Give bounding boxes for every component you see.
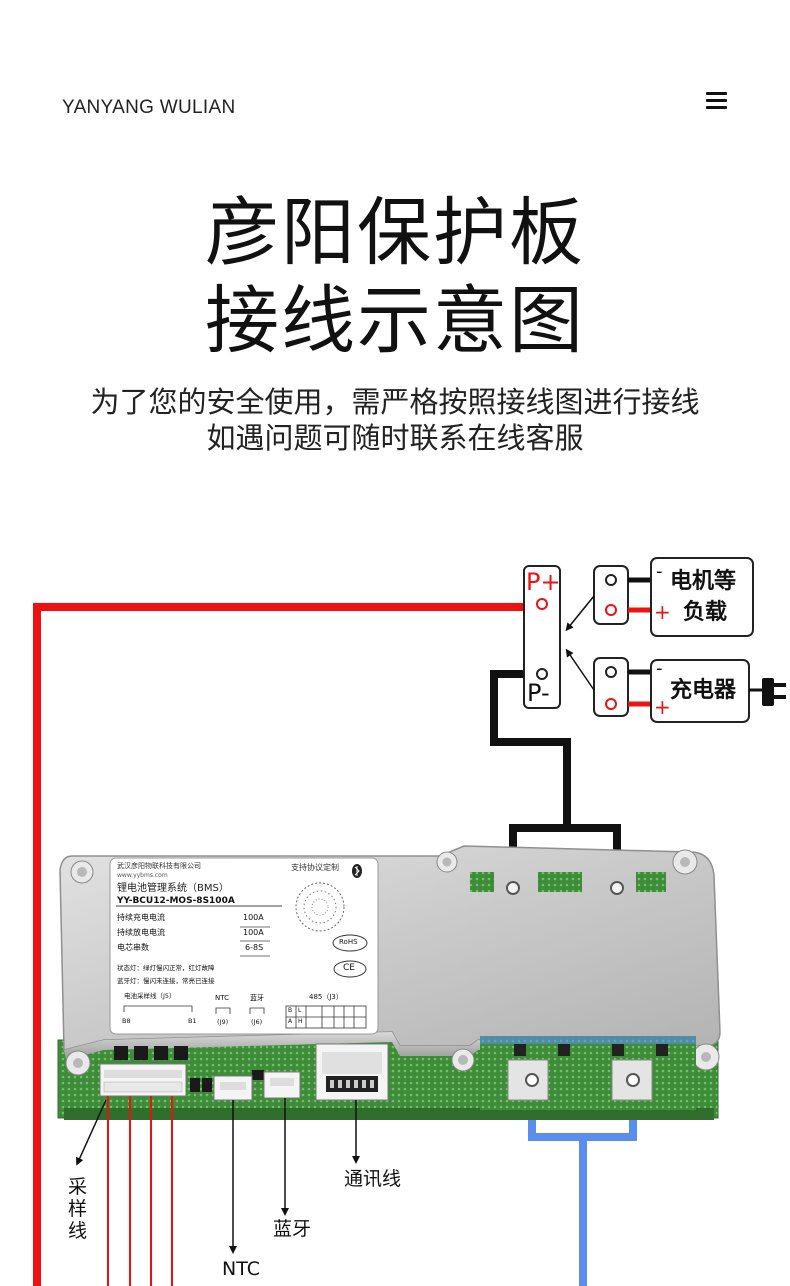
j5-sampling-connector xyxy=(99,1063,187,1097)
subtitle-line1: 为了您的安全使用，需严格按照接线图进行接线 xyxy=(90,385,700,419)
rs485-pin-table xyxy=(285,1005,367,1029)
rohs-text: RoHS xyxy=(339,938,358,946)
bluetooth-icon xyxy=(352,864,362,878)
load-minus-sign: - xyxy=(656,561,663,582)
p-terminal-block xyxy=(523,565,561,709)
spec-label-charge: 持续充电电流 xyxy=(117,913,165,922)
hamburger-menu-icon[interactable] xyxy=(706,91,727,110)
board-website: www.yybms.com xyxy=(117,872,168,879)
ce-badge xyxy=(333,960,367,978)
charger-minus-sign: - xyxy=(656,658,663,679)
p-minus-label: P- xyxy=(527,679,550,707)
page-title-line1: 彦阳保护板 xyxy=(205,190,585,276)
callout-ntc: NTC xyxy=(222,1258,260,1280)
pin-a: A xyxy=(288,1018,293,1025)
status-line2: 蓝牙灯：慢闪未连接，常亮已连接 xyxy=(117,977,215,985)
j6-bluetooth-connector xyxy=(263,1071,301,1099)
b8-label: B8 xyxy=(122,1017,131,1025)
qr-code-icon xyxy=(295,882,345,932)
j6-label: (J6) xyxy=(251,1018,263,1026)
load-connector xyxy=(593,565,629,625)
pin-l: L xyxy=(298,1007,302,1014)
spec-label-discharge: 持续放电电流 xyxy=(117,928,165,937)
board-system: 锂电池管理系统（BMS） xyxy=(117,883,229,894)
subtitle-line2: 如遇问题可随时联系在线客服 xyxy=(206,421,584,455)
screw-top-mid xyxy=(436,851,458,873)
plug-icon xyxy=(749,678,786,706)
board-model: YY-BCU12-MOS-8S100A xyxy=(117,896,235,906)
rohs-badge xyxy=(332,934,368,952)
callout-bluetooth: 蓝牙 xyxy=(273,1218,312,1240)
load-label-line1: 电机等 xyxy=(670,569,737,594)
b1-label: B1 xyxy=(188,1017,197,1025)
load-label-line2: 负载 xyxy=(683,600,728,625)
spec-value-cells: 6-8S xyxy=(245,943,264,952)
screw-bottom-right xyxy=(692,1043,720,1071)
status-line1: 状态灯：绿灯慢闪正常，红灯故障 xyxy=(117,964,215,972)
j9-ntc-connector xyxy=(213,1075,253,1101)
ntc-sticker-label: NTC xyxy=(215,994,229,1002)
callout-sampling-wire: 采样线 xyxy=(68,1176,88,1242)
load-plus-sign: + xyxy=(654,600,671,624)
callout-comm-wire: 通讯线 xyxy=(344,1168,402,1190)
charger-connector xyxy=(593,657,629,717)
spec-value-charge: 100A xyxy=(243,913,264,922)
pin-b: B xyxy=(288,1007,293,1014)
screw-top-left xyxy=(70,860,94,884)
positive-main-wire xyxy=(33,603,524,1286)
charger-label: 充电器 xyxy=(670,678,737,703)
pin-h: H xyxy=(298,1018,303,1025)
screw-bottom-mid xyxy=(451,1048,475,1072)
j5-label: 电池采样线（J5） xyxy=(124,992,176,1000)
bt-sticker-label: 蓝牙 xyxy=(250,994,264,1002)
board-company: 武汉彦阳物联科技有限公司 xyxy=(117,862,201,870)
bms-label-sticker xyxy=(109,857,379,1035)
spec-label-cells: 电芯串数 xyxy=(117,943,149,952)
j3-comm-connector xyxy=(315,1043,389,1101)
load-box xyxy=(650,557,754,637)
board-protocol: 支持协议定制 xyxy=(291,863,339,872)
brand-name: YANYANG WULIAN xyxy=(62,97,236,118)
screw-top-right xyxy=(672,849,698,875)
ce-text: CE xyxy=(343,963,355,973)
screw-bottom-left xyxy=(65,1050,91,1076)
rs485-label: 485（J3） xyxy=(309,993,343,1001)
p-plus-label: P+ xyxy=(526,568,561,596)
negative-p-wire xyxy=(490,670,571,828)
charger-plus-sign: + xyxy=(654,695,671,719)
page-title-line2: 接线示意图 xyxy=(205,278,585,364)
spec-value-discharge: 100A xyxy=(243,928,264,937)
j9-label: (J9) xyxy=(217,1018,229,1026)
